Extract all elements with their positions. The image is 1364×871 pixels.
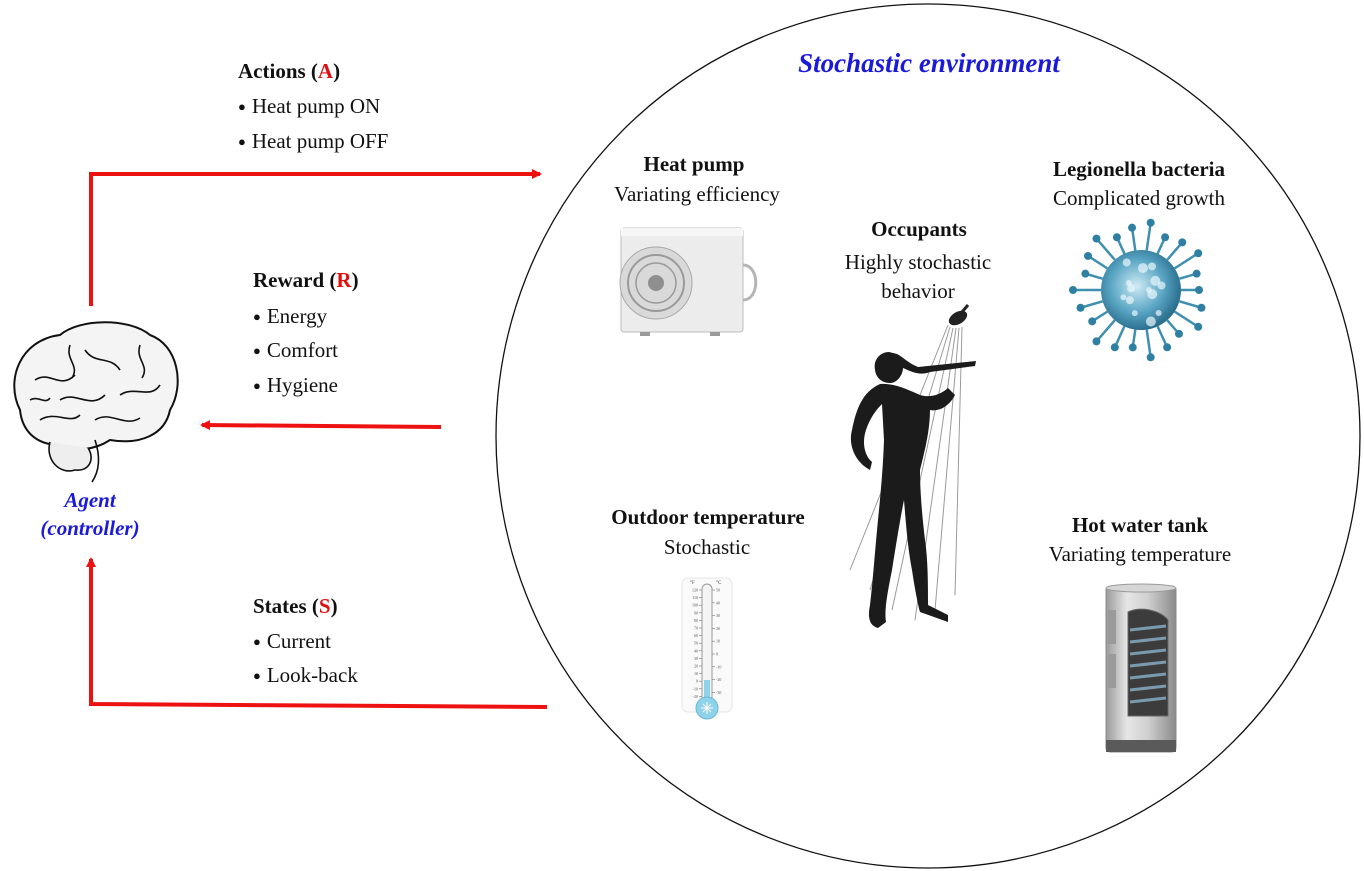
actions-symbol: A (317, 59, 334, 83)
environment-title: Stochastic environment (798, 48, 1060, 78)
thermometer-c-unit: °C (716, 581, 722, 586)
hot-water-tank-title: Hot water tank (1071, 513, 1209, 537)
heat-pump-title: Heat pump (643, 152, 745, 176)
states-symbol: S (318, 594, 331, 618)
heat-pump-image (619, 227, 758, 336)
thermometer-f-tick: 50 (694, 641, 698, 646)
thermometer-f-tick: -10 (693, 686, 698, 691)
thermometer-f-tick: 30 (694, 656, 698, 661)
thermometer-f-unit: °F (690, 581, 695, 586)
reward-item: Hygiene (253, 373, 338, 398)
thermometer-c-tick: 0 (716, 652, 718, 657)
thermometer-f-tick: 40 (694, 648, 698, 653)
thermometer-c-tick: 30 (716, 613, 720, 618)
reward-arrow (200, 420, 442, 431)
hot-water-tank-image (1105, 583, 1177, 753)
states-item: Current (253, 629, 331, 654)
reward-symbol: R (336, 268, 352, 292)
hot-water-tank-subtitle: Variating temperature (1048, 542, 1232, 566)
outdoor-temperature-subtitle: Stochastic (663, 535, 751, 559)
actions-arrow (89, 169, 542, 306)
thermometer-f-tick: -20 (693, 694, 698, 699)
states-arrow (86, 557, 548, 709)
environment-circle (495, 3, 1361, 869)
thermometer-image: °F°C1201101009080706050403020100-10-2050… (681, 577, 733, 720)
thermometer-f-tick: 70 (694, 626, 698, 631)
thermometer-f-tick: 60 (694, 633, 698, 638)
thermometer-f-tick: 10 (694, 671, 698, 676)
agent-label-line1: Agent (64, 488, 116, 512)
occupants-title: Occupants (871, 217, 967, 241)
person-showering-image (849, 304, 976, 628)
thermometer-c-tick: 50 (716, 588, 720, 593)
occupants-subtitle-line1: Highly stochastic (844, 250, 992, 274)
outdoor-temperature-title: Outdoor temperature (611, 505, 805, 529)
thermometer-c-tick: -10 (716, 664, 721, 669)
thermometer-f-tick: 120 (692, 588, 698, 593)
reward-item: Energy (253, 304, 327, 329)
brain-icon (13, 321, 179, 483)
states-item: Look-back (253, 663, 358, 688)
actions-heading: Actions (A) (238, 59, 341, 83)
thermometer-c-tick: 20 (716, 626, 720, 631)
thermometer-f-tick: 110 (692, 595, 698, 600)
actions-item: Heat pump ON (238, 94, 380, 119)
thermometer-f-tick: 20 (694, 664, 698, 669)
legionella-bacteria-image (1069, 218, 1206, 362)
thermometer-f-tick: 80 (694, 618, 698, 623)
actions-item: Heat pump OFF (238, 129, 389, 154)
states-heading: States (S) (253, 594, 338, 618)
occupants-subtitle-line2: behavior (881, 279, 955, 303)
legionella-title: Legionella bacteria (1052, 157, 1226, 181)
thermometer-f-tick: 90 (694, 610, 698, 615)
reward-item: Comfort (253, 338, 338, 363)
thermometer-c-tick: -30 (716, 690, 721, 695)
thermometer-f-tick: 100 (692, 603, 698, 608)
thermometer-c-tick: 10 (716, 639, 720, 644)
heat-pump-subtitle: Variating efficiency (614, 182, 780, 206)
thermometer-f-tick: 0 (696, 679, 698, 684)
thermometer-c-tick: -20 (716, 677, 721, 682)
reward-heading: Reward (R) (253, 268, 359, 292)
thermometer-c-tick: 40 (716, 600, 720, 605)
agent-label-line2: (controller) (40, 516, 140, 540)
legionella-subtitle: Complicated growth (1052, 186, 1226, 210)
